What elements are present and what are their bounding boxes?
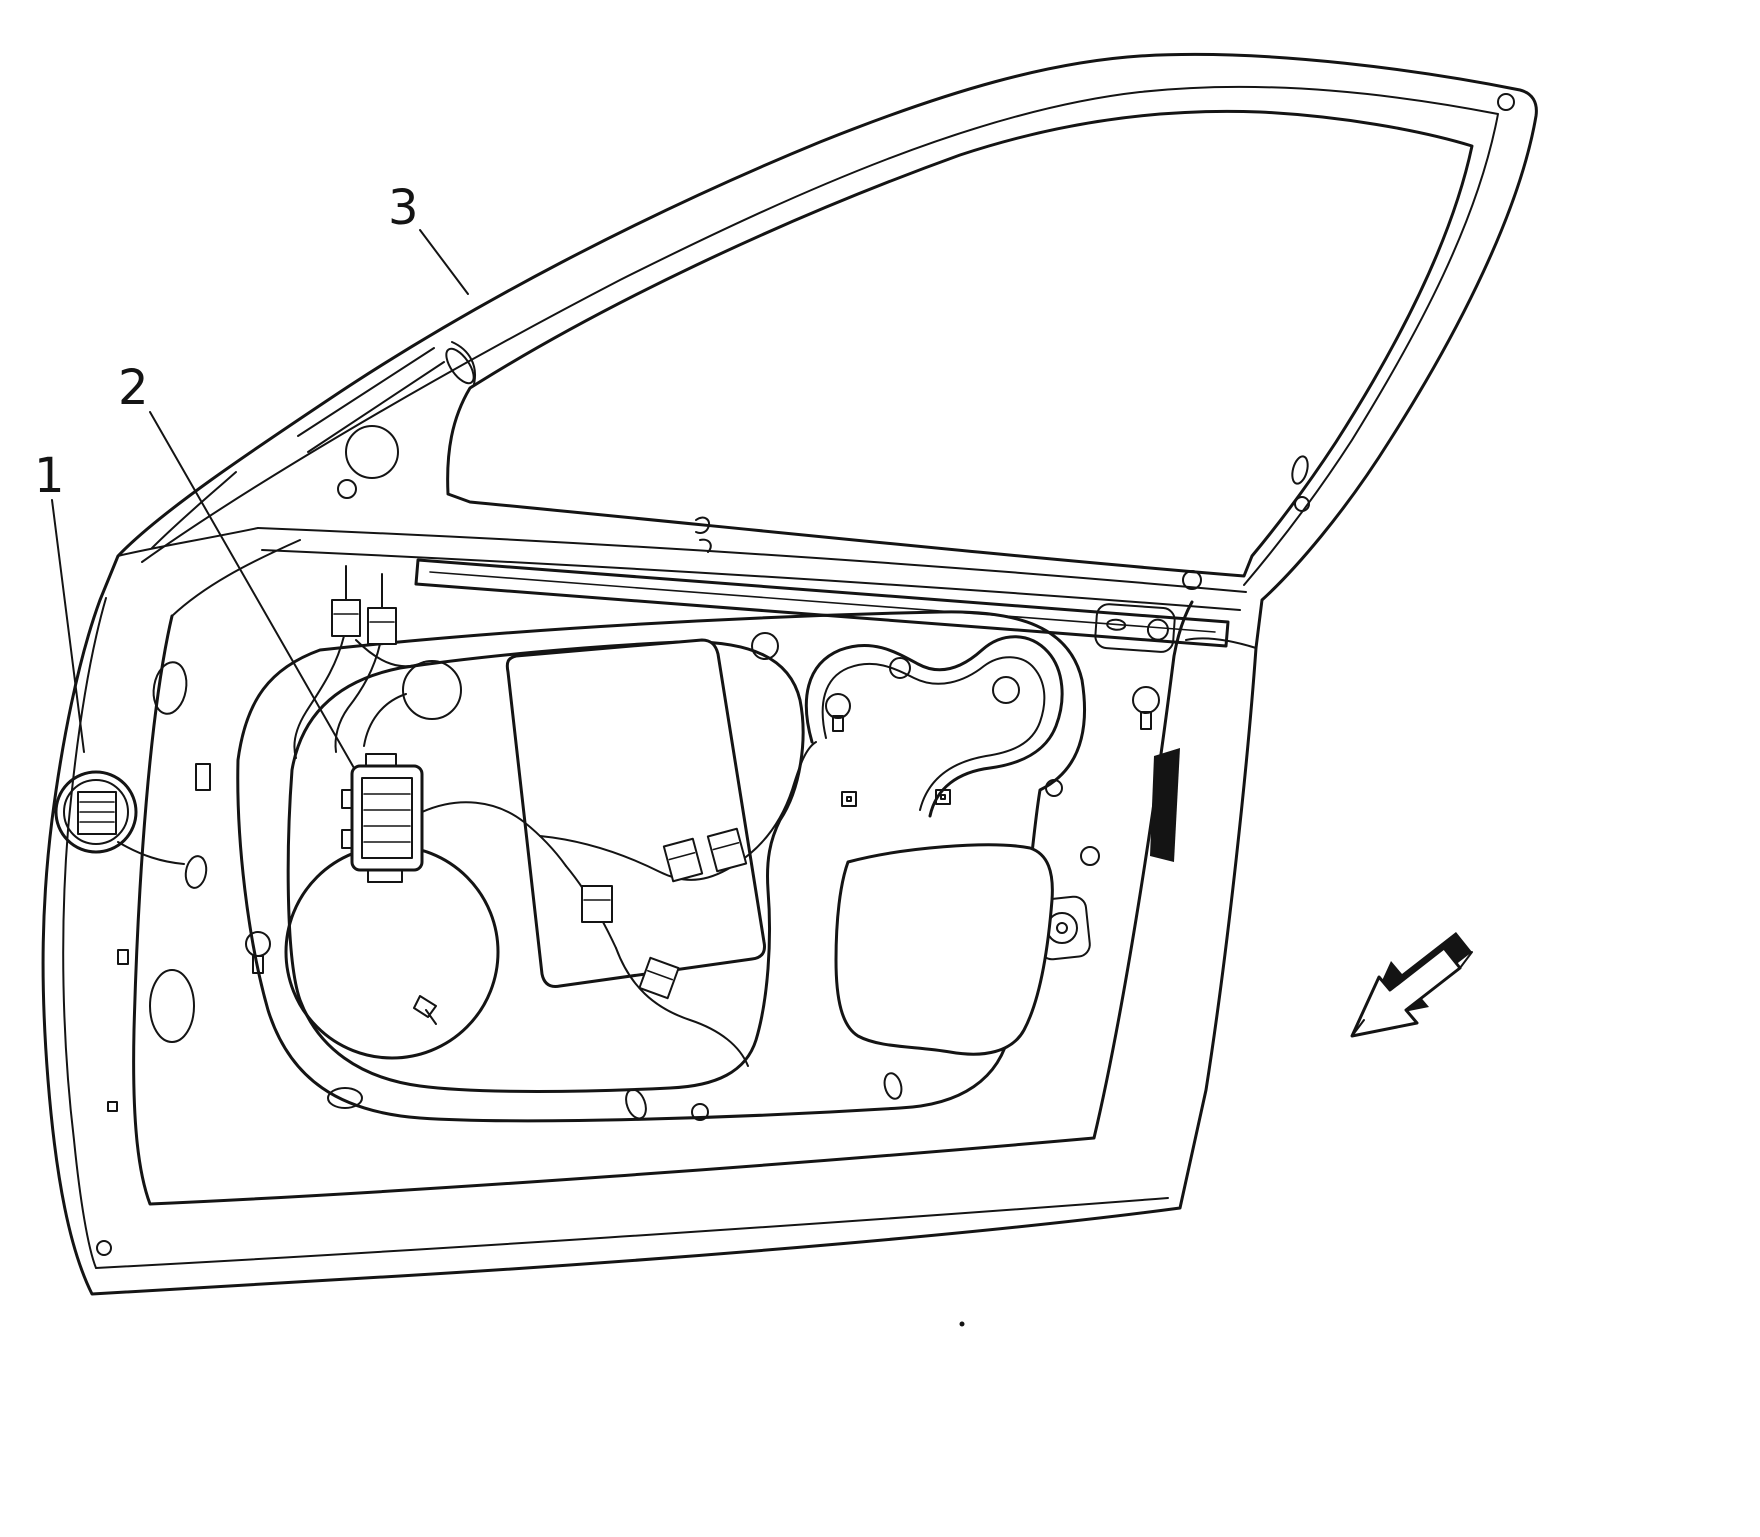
callout-2-leader bbox=[149, 411, 355, 769]
impact-bar-rib bbox=[429, 571, 1216, 633]
frame-slot bbox=[445, 347, 475, 385]
harness-channel-inner bbox=[821, 656, 1046, 811]
latch-reinforcement bbox=[1150, 748, 1180, 862]
belt-reinforcement bbox=[257, 516, 1247, 648]
arrow-front-face bbox=[1350, 946, 1462, 1038]
callouts: 1 2 3 bbox=[34, 180, 469, 769]
drain-slot bbox=[327, 1087, 363, 1109]
mirror-bracket-line-outer bbox=[297, 347, 435, 437]
speaker-opening bbox=[284, 844, 500, 1060]
grommet-wire bbox=[117, 841, 185, 865]
harness-wire bbox=[539, 835, 737, 881]
mirror-bracket-line-inner bbox=[307, 361, 445, 453]
door-frame bbox=[41, 52, 1538, 1296]
hinge-plate bbox=[195, 763, 211, 791]
keyhole-slot bbox=[245, 931, 271, 974]
front-top-corner bbox=[117, 527, 259, 557]
frame-inner-line bbox=[141, 85, 1499, 586]
drain-slot bbox=[625, 1088, 647, 1120]
corner-hole bbox=[96, 1240, 112, 1256]
harness-wire bbox=[293, 635, 345, 759]
door-inner-panel bbox=[96, 539, 1194, 1256]
speaker-circle bbox=[284, 844, 500, 1060]
front-direction-arrow-icon bbox=[1350, 932, 1473, 1038]
speaker-clip bbox=[413, 995, 437, 1025]
door-check-opening bbox=[152, 661, 188, 715]
belt-line-lower bbox=[261, 549, 1241, 611]
door-outer-outline bbox=[41, 52, 1538, 1296]
grommet-connector bbox=[54, 770, 208, 889]
rear-top-corner bbox=[1185, 637, 1257, 649]
connector-stems bbox=[345, 565, 383, 609]
rear-frame-hole bbox=[1294, 496, 1310, 512]
panel-hole bbox=[751, 632, 779, 660]
callout-1-label: 1 bbox=[34, 448, 65, 504]
window-opening bbox=[446, 109, 1474, 578]
clip-square bbox=[935, 789, 951, 805]
clip-square bbox=[841, 791, 857, 807]
inline-connector bbox=[638, 956, 680, 1000]
front-clip bbox=[107, 1101, 118, 1112]
mirror-mount-hole-large bbox=[345, 425, 399, 479]
mirror-mount-hole-small bbox=[337, 479, 357, 499]
mirror-bracket-corner bbox=[451, 341, 476, 385]
a-pillar-inner-edge bbox=[151, 471, 237, 549]
panel-hole bbox=[889, 657, 911, 679]
regulator-panel bbox=[505, 638, 766, 988]
striker-plate bbox=[1094, 603, 1176, 653]
harness-wire bbox=[334, 643, 381, 753]
wire-anchor-hole bbox=[184, 855, 208, 889]
panel-hole bbox=[992, 676, 1020, 704]
panel-hole bbox=[691, 1103, 709, 1121]
inline-connector bbox=[581, 885, 613, 923]
mirror-mount-area bbox=[297, 341, 476, 499]
corner-rivet bbox=[1497, 93, 1515, 111]
arrow-extrusion-edges bbox=[1351, 951, 1473, 1037]
impact-bar bbox=[414, 558, 1230, 648]
access-panels bbox=[505, 638, 1054, 1056]
drain-slot bbox=[883, 1072, 903, 1100]
stray-mark bbox=[959, 1321, 965, 1327]
keyhole-slot bbox=[1132, 686, 1160, 730]
keyhole-slot bbox=[825, 693, 851, 732]
belt-connector bbox=[331, 599, 361, 637]
callout-1-leader bbox=[51, 499, 85, 753]
harness-wire bbox=[735, 741, 817, 865]
left-opening-outline bbox=[286, 640, 805, 1093]
belt-rivet bbox=[1182, 570, 1202, 590]
belt-connector bbox=[367, 607, 397, 645]
panel-hole bbox=[1045, 779, 1063, 797]
harness-wire bbox=[355, 639, 425, 668]
harness-wire bbox=[615, 947, 749, 1067]
inline-connector bbox=[706, 827, 748, 873]
harness-wire bbox=[421, 801, 567, 867]
bottom-hem-line bbox=[95, 1197, 1169, 1269]
wiring-harness bbox=[293, 565, 817, 1067]
inner-panel-top-fold bbox=[171, 539, 301, 617]
callout-3-leader bbox=[419, 229, 469, 295]
door-harness-connector bbox=[341, 753, 424, 883]
front-clip bbox=[117, 949, 129, 965]
wire-loop bbox=[402, 660, 462, 720]
belt-line-upper bbox=[257, 527, 1247, 593]
rear-frame-slot bbox=[1291, 455, 1309, 485]
harness-wire bbox=[363, 693, 407, 747]
callout-2-label: 2 bbox=[118, 360, 149, 416]
front-access-hole bbox=[149, 969, 195, 1043]
watershield-panel bbox=[834, 843, 1054, 1056]
belt-hook bbox=[695, 516, 712, 553]
panel-hole bbox=[1080, 846, 1100, 866]
inline-connector bbox=[662, 837, 704, 883]
harness-channel-outer bbox=[804, 635, 1064, 818]
front-hem-line bbox=[62, 597, 107, 1269]
callout-3-label: 3 bbox=[388, 180, 419, 236]
